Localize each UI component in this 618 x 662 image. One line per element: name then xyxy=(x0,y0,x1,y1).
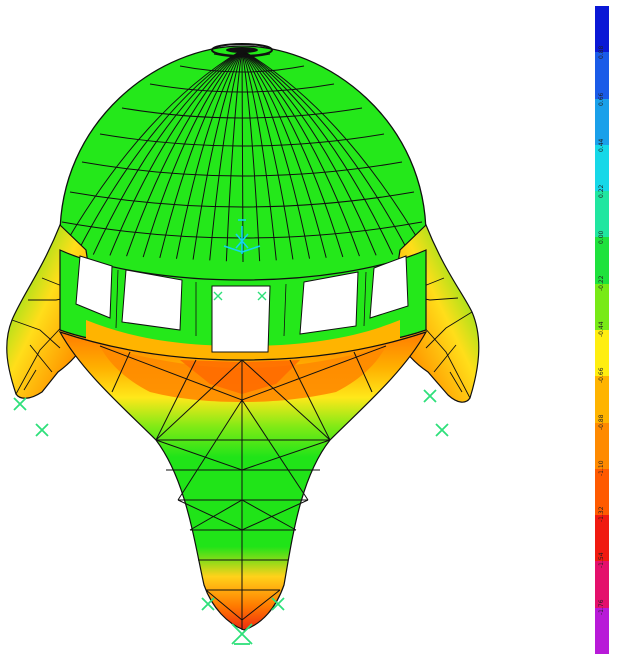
drum-opening-3 xyxy=(211,285,271,353)
dome-meridian xyxy=(209,49,243,261)
front-pendentive[interactable] xyxy=(58,330,428,631)
dome-meridian xyxy=(241,49,327,258)
dome-meridian xyxy=(241,49,394,255)
legend-tick-label: 0.66 xyxy=(598,91,605,106)
dome-meridian xyxy=(241,49,410,254)
dome-meridian xyxy=(241,49,261,262)
legend-swatch xyxy=(595,191,609,238)
legend-tick-label: -1.32 xyxy=(598,506,605,523)
legend-swatch xyxy=(595,561,609,609)
legend-tick-label: 0.00 xyxy=(598,230,605,245)
support-marker-bottom xyxy=(201,597,285,645)
legend-swatch xyxy=(595,468,609,516)
dome-meridian xyxy=(241,49,244,262)
legend-swatch xyxy=(595,237,609,285)
dome-meridian xyxy=(241,49,360,257)
support-marker-left xyxy=(13,397,49,437)
legend-swatch xyxy=(595,6,609,53)
legend-swatch xyxy=(595,52,609,100)
drum-opening-5 xyxy=(369,255,409,319)
legend-tick-label: -0.22 xyxy=(598,275,605,291)
legend-tick-label: -1.10 xyxy=(598,460,605,476)
legend-swatch xyxy=(595,376,609,424)
legend-swatch xyxy=(595,422,609,470)
dome-meridian xyxy=(109,49,243,256)
legend-swatch xyxy=(595,144,609,192)
dome-meridian xyxy=(126,49,243,257)
support-marker-top xyxy=(213,291,267,301)
legend-swatch xyxy=(595,283,609,331)
dome-meridian xyxy=(241,49,294,260)
dome-meridian xyxy=(159,49,243,259)
drum-band[interactable] xyxy=(59,249,427,362)
legend-swatch xyxy=(595,607,609,655)
drum-opening-1 xyxy=(75,255,113,319)
legend-tick-label: 0.44 xyxy=(598,138,605,152)
dome-meridian xyxy=(192,49,243,260)
legend-tick-label: -0.88 xyxy=(598,414,605,430)
dome-meridian xyxy=(92,49,243,255)
drum-opening-4 xyxy=(299,271,359,335)
color-legend: 0.88 0.66 0.44 0.22 0.00 -0.22 -0.44 -0.66 -0.88… xyxy=(595,6,609,655)
dome-meridian xyxy=(241,49,277,261)
dome-shell[interactable] xyxy=(59,43,427,293)
dome-meridian xyxy=(59,49,243,254)
dome-meridian xyxy=(225,49,243,262)
load-marker xyxy=(223,219,261,254)
legend-tick-label: 0.88 xyxy=(598,45,605,59)
legend-swatch xyxy=(595,98,609,146)
legend-swatch xyxy=(595,515,609,562)
dome-meridian xyxy=(241,49,311,259)
dome-meridian xyxy=(241,49,427,254)
dome-meridian xyxy=(142,49,243,258)
legend-tick-label: -1.54 xyxy=(598,552,605,569)
drum-opening-2 xyxy=(121,269,183,331)
dome-meridian xyxy=(76,49,243,254)
legend-tick-label: -1.76 xyxy=(598,599,605,615)
dome-meridian xyxy=(241,49,344,258)
dome-meridian xyxy=(175,49,243,259)
legend-swatch xyxy=(595,330,609,377)
legend-tick-label: -0.66 xyxy=(598,367,605,384)
legend-tick-label: -0.44 xyxy=(598,321,605,337)
legend-tick-label: 0.22 xyxy=(598,184,605,198)
dome-meridian xyxy=(241,49,377,256)
support-marker-right xyxy=(423,389,449,437)
